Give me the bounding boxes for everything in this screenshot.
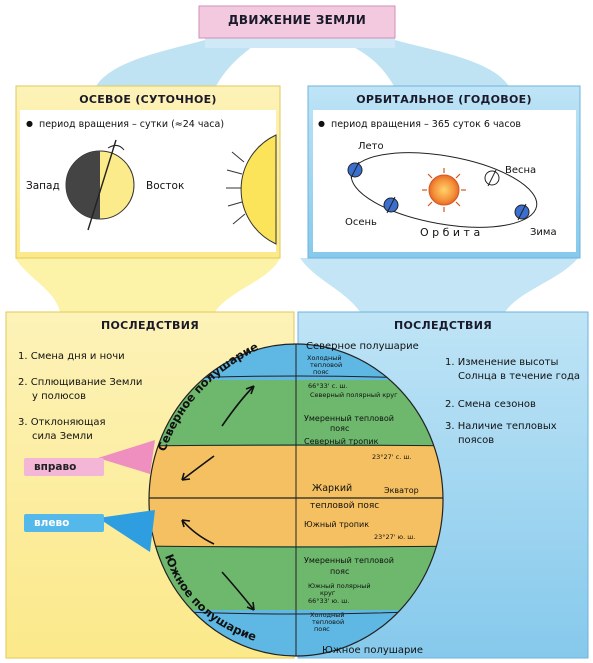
right-south-hemisphere: Южное полушарие <box>322 645 424 656</box>
zone-cold-south-1: Холодный <box>310 611 345 619</box>
axial-east-label: Восток <box>146 180 185 192</box>
right-deflection-label: вправо <box>34 461 77 473</box>
zone-tropic-north: Северный тропик <box>304 437 379 446</box>
deflection-arrows <box>181 385 255 611</box>
orbital-summer-label: Лето <box>358 141 384 152</box>
connector-title-mid <box>205 38 395 48</box>
connector-title-left <box>95 40 260 88</box>
left-consequences-header: ПОСЛЕДСТВИЯ <box>100 319 199 332</box>
axial-period: период вращения – сутки (≈24 часа) <box>26 118 224 131</box>
axial-inner <box>20 110 276 252</box>
zone-polar-north: 66°33' с. ш. <box>308 382 348 390</box>
left-item-2: 2. Сплющивание Земли <box>18 377 143 388</box>
axial-west-label: Запад <box>26 180 60 192</box>
orbital-sun <box>428 174 460 206</box>
right-item-3: 3. Наличие тепловых <box>445 421 557 432</box>
axial-earth-axis <box>87 139 117 231</box>
left-pointer <box>98 510 155 552</box>
zone-equator: Экватор <box>384 486 419 495</box>
orbital-sun-rays <box>422 168 466 212</box>
earth-summer <box>347 161 363 179</box>
north-hemisphere-curved: Северное полушарие <box>155 339 261 453</box>
orbital-period: период вращения – 365 суток 6 часов <box>318 118 521 131</box>
left-item-1: 1. Смена дня и ночи <box>18 351 125 362</box>
zone-cold-north-3: пояс <box>313 368 329 376</box>
right-north-hemisphere: Северное полушарие <box>306 341 419 352</box>
earth-spring <box>484 169 500 187</box>
orbital-autumn-label: Осень <box>345 217 377 228</box>
right-consequences-header: ПОСЛЕДСТВИЯ <box>393 319 492 332</box>
zone-cold-south-3: пояс <box>314 625 330 633</box>
right-pointer <box>98 440 155 474</box>
right-item-3b: поясов <box>458 435 495 446</box>
zone-hot: Жаркий <box>312 483 353 494</box>
axial-header: ОСЕВОЕ (СУТОЧНОЕ) <box>79 93 217 106</box>
zone-antarctic-circle-2: круг <box>320 589 336 597</box>
orbital-spring-label: Весна <box>505 165 537 176</box>
zone-polar-south: 66°33' ю. ш. <box>308 597 350 605</box>
right-item-1b: Солнца в течение года <box>458 371 581 382</box>
axial-sun <box>240 134 277 245</box>
zone-arctic-circle: Северный полярный круг <box>310 391 398 399</box>
south-hemisphere-curved: Южное полушарие <box>162 552 258 644</box>
axial-sun-rays <box>226 151 246 225</box>
connector-orbital-down <box>300 258 578 312</box>
orbital-winter-label: Зима <box>530 227 557 238</box>
zone-tropic-south-lat: 23°27' ю. ш. <box>374 533 416 541</box>
zone-cold-north-2: тепловой <box>310 361 343 369</box>
zone-cold-south-2: тепловой <box>312 618 345 626</box>
zone-tropic-north-lat: 23°27' с. ш. <box>372 453 412 461</box>
zone-temperate-south-1: Умеренный тепловой <box>304 556 394 565</box>
left-item-3b: сила Земли <box>32 431 93 442</box>
axial-earth-night <box>66 151 100 219</box>
connector-title-right <box>340 40 510 88</box>
orbital-header: ОРБИТАЛЬНОЕ (ГОДОВОЕ) <box>356 93 532 106</box>
zone-temperate-north-2: пояс <box>330 424 350 433</box>
right-item-2: 2. Смена сезонов <box>445 399 536 410</box>
page-title: ДВИЖЕНИЕ ЗЕМЛИ <box>227 13 367 27</box>
right-item-1: 1. Изменение высоты <box>445 357 559 368</box>
left-item-3: 3. Отклоняющая <box>18 417 106 428</box>
earth-winter <box>514 203 530 221</box>
connector-axial-down <box>15 258 280 312</box>
zone-temperate-south-2: пояс <box>330 567 350 576</box>
title-box <box>198 5 396 39</box>
axial-rotation-arrow <box>107 144 125 151</box>
zone-antarctic-circle: Южный полярный <box>308 582 371 590</box>
left-item-2b: у полюсов <box>32 391 87 402</box>
left-label-box <box>24 514 104 532</box>
zone-tropic-south: Южный тропик <box>304 520 370 529</box>
left-deflection-label: влево <box>34 517 70 529</box>
zone-temperate-north-1: Умеренный тепловой <box>304 414 394 423</box>
zone-cold-north-1: Холодный <box>307 354 342 362</box>
earth-autumn <box>383 196 399 214</box>
zone-hot-2: тепловой пояс <box>310 501 380 511</box>
orbital-orbit-label: О р б и т а <box>420 226 481 239</box>
right-label-box <box>24 458 104 476</box>
